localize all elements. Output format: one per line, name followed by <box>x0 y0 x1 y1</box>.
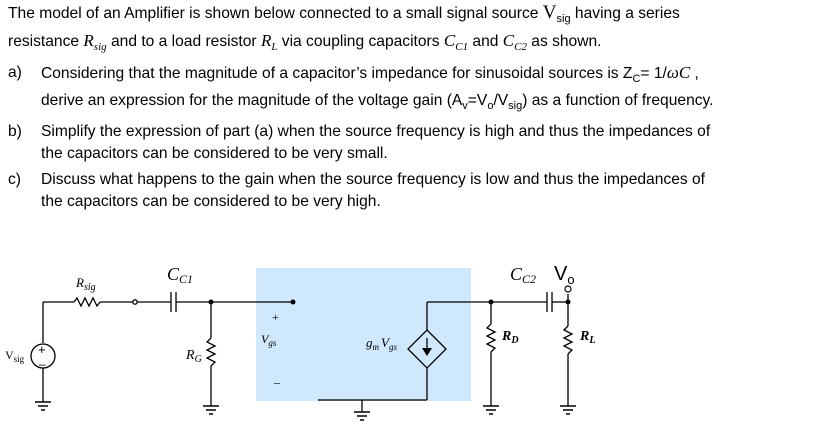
node-dot <box>488 299 494 305</box>
source-minus-sign: – <box>39 357 46 371</box>
rl-resistor <box>562 325 574 355</box>
amplifier-model-box <box>256 268 471 401</box>
rl-label: RL <box>579 329 595 346</box>
rg-label: RG <box>185 348 202 365</box>
part-a-text: =V <box>467 92 488 109</box>
part-b: b) Simplify the expression of part (a) w… <box>8 121 816 165</box>
intro-line-2: resistance Rsig and to a load resistor R… <box>8 30 816 58</box>
vgs-label: Vgs <box>261 332 277 348</box>
vsig-subscript: sig <box>556 13 571 25</box>
current-direction-arrow <box>422 348 432 356</box>
ground-symbol <box>35 401 51 411</box>
part-c-line-1: Discuss what happens to the gain when th… <box>41 171 705 188</box>
intro-text: resistance <box>8 33 84 50</box>
rl-symbol: R <box>260 31 272 50</box>
intro-text: via coupling capacitors <box>277 33 444 50</box>
omega-c-symbol: ωC <box>666 63 691 82</box>
ground-symbol <box>560 405 576 415</box>
output-node-dot <box>565 299 571 305</box>
vsig-label: Vsig <box>5 348 25 364</box>
zc-subscript: C <box>632 73 641 85</box>
node-dot <box>208 299 214 305</box>
cc2-symbol: C <box>502 31 515 50</box>
part-a-line-1: Considering that the magnitude of a capa… <box>41 62 816 90</box>
part-c-line-2: the capacitors can be considered to be v… <box>41 193 381 210</box>
part-a-label: a) <box>8 64 22 81</box>
rd-resistor <box>485 323 497 353</box>
part-a-text: , <box>690 65 699 82</box>
part-a-line-2: derive an expression for the magnitude o… <box>41 90 816 117</box>
intro-text: and <box>468 33 503 50</box>
part-a-text: /V <box>493 92 509 109</box>
input-node <box>132 299 138 305</box>
part-a-text: = 1/ <box>640 65 667 82</box>
intro-text: and to a load resistor <box>106 33 261 50</box>
intro-text-cont: having a series <box>570 5 680 22</box>
part-a-text: Considering that the magnitude of a capa… <box>41 65 633 82</box>
rsig-subscript: sig <box>93 41 107 53</box>
cc1-label: CC1 <box>167 264 193 286</box>
part-a: a) Considering that the magnitude of a c… <box>8 62 816 117</box>
cc2-label: CC2 <box>510 264 536 286</box>
part-c: c) Discuss what happens to the gain when… <box>8 169 816 213</box>
ground-symbol <box>354 411 370 421</box>
rl-subscript: L <box>271 41 278 53</box>
vgs-minus-sign: – <box>273 375 281 389</box>
rg-resistor <box>205 337 217 367</box>
intro-line-1: The model of an Amplifier is shown below… <box>8 2 816 30</box>
ground-symbol <box>483 405 499 415</box>
vgs-plus-sign: + <box>272 310 279 324</box>
part-a-text: derive an expression for the magnitude o… <box>41 92 463 109</box>
part-b-line-2: the capacitors can be considered to be v… <box>41 145 388 162</box>
cc2-subscript: C2 <box>514 41 527 53</box>
part-c-label: c) <box>8 171 21 188</box>
part-a-text: ) as a function of frequency. <box>522 92 714 109</box>
rsig-resistor <box>73 296 101 308</box>
intro-text: The model of an Amplifier is shown below… <box>8 5 543 22</box>
av-subscript: v <box>462 100 468 112</box>
part-b-label: b) <box>8 123 22 140</box>
part-b-line-1: Simplify the expression of part (a) when… <box>41 123 711 140</box>
vo-terminal <box>564 285 572 293</box>
vsig-subscript: sig <box>508 100 523 112</box>
rsig-label: Rsig <box>75 275 96 293</box>
gate-node-dot <box>290 299 296 305</box>
problem-text: The model of an Amplifier is shown below… <box>8 2 816 213</box>
cc1-symbol: C <box>443 31 456 50</box>
vsig-symbol: V <box>542 2 557 23</box>
source-plus-sign: + <box>38 342 46 357</box>
rd-label: RD <box>501 329 519 346</box>
vo-label: Vo <box>554 263 575 287</box>
rsig-symbol: R <box>83 31 94 50</box>
ground-symbol <box>203 405 219 415</box>
cc1-subscript: C1 <box>455 41 469 53</box>
intro-text: as shown. <box>526 33 602 50</box>
vo-subscript: o <box>487 100 494 112</box>
